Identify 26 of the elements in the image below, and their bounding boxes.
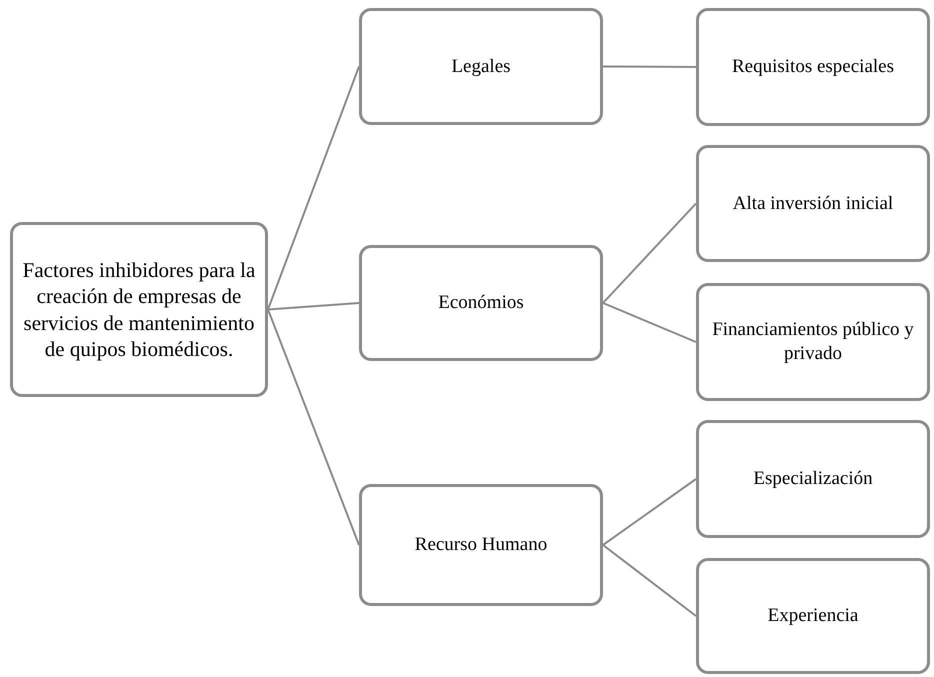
rounded-box bbox=[10, 222, 268, 397]
rounded-box bbox=[696, 8, 930, 126]
box-text: Alta inversión inicial bbox=[732, 192, 894, 216]
connector-line bbox=[602, 202, 697, 304]
rounded-box bbox=[359, 245, 603, 361]
box-text: Recurso Humano bbox=[414, 533, 548, 557]
connector-line bbox=[267, 66, 360, 310]
box-text: Experiencia bbox=[768, 604, 858, 628]
box-text: Factores inhibidores para la creación de empresas de servicios de mantenimiento de quipos biomédicos. bbox=[22, 257, 256, 362]
rounded-box bbox=[359, 8, 603, 125]
connector-line bbox=[602, 478, 697, 546]
box-text: Legales bbox=[451, 54, 511, 78]
rounded-box bbox=[696, 558, 930, 674]
box-text: Requisitos especiales bbox=[732, 55, 894, 79]
connector-line bbox=[603, 66, 696, 68]
rounded-box bbox=[359, 484, 603, 606]
box-text: Financiamientos público y privado bbox=[711, 318, 915, 366]
rounded-box bbox=[696, 145, 930, 262]
connector-line bbox=[267, 309, 360, 546]
connector-line bbox=[268, 302, 360, 310]
box-text: Especialización bbox=[753, 467, 873, 491]
box-text: Económios bbox=[438, 291, 524, 315]
rounded-box bbox=[696, 420, 930, 538]
connector-line bbox=[602, 544, 697, 617]
connector-line bbox=[602, 302, 696, 343]
rounded-box bbox=[696, 283, 930, 401]
